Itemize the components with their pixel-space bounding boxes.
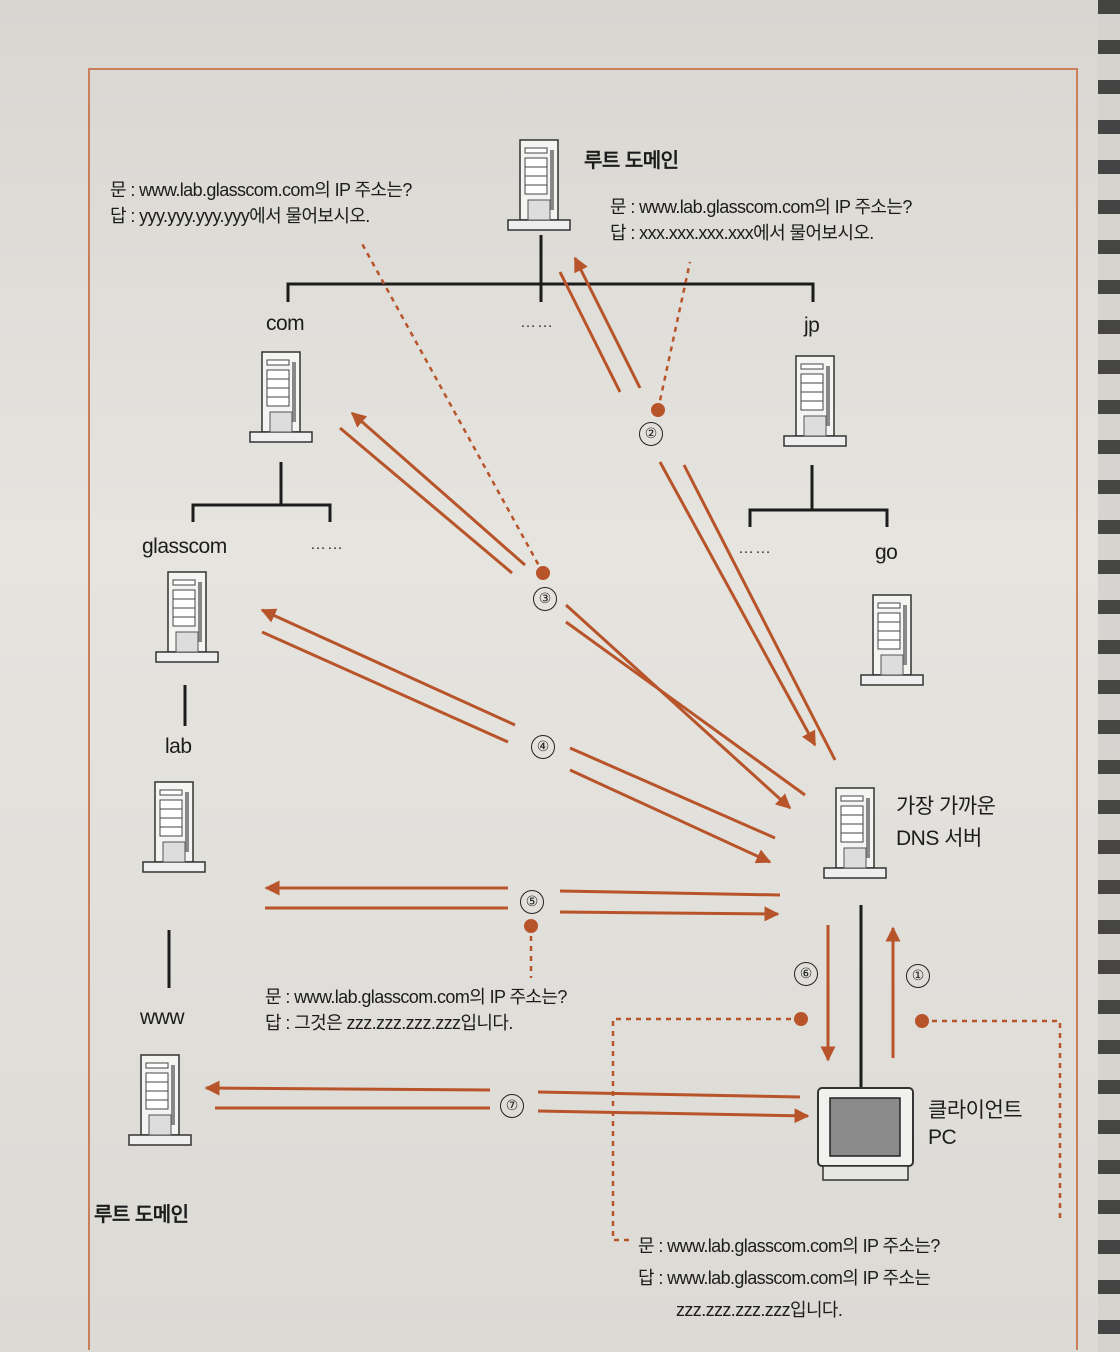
callout-answer: 답 : www.lab.glasscom.com의 IP 주소는 — [638, 1268, 931, 1288]
callout-com-answer: 문 : www.lab.glasscom.com의 IP 주소는? 답 : yy… — [110, 177, 412, 229]
lab-server-icon — [142, 781, 206, 873]
com-label: com — [266, 312, 305, 335]
callout-answer: 답 : yyy.yyy.yyy.yyy에서 물어보시오. — [110, 206, 370, 226]
root-domain-label-top: 루트 도메인 — [584, 150, 679, 172]
callout-answer: 답 : 그것은 zzz.zzz.zzz.zzz입니다. — [265, 1013, 513, 1033]
step-3: ③ — [533, 587, 557, 611]
callout-answer-cont: zzz.zzz.zzz.zzz입니다. — [676, 1300, 843, 1320]
callout-question: 문 : www.lab.glasscom.com의 IP 주소는? — [110, 180, 412, 200]
glasscom-label: glasscom — [142, 535, 227, 558]
query-arrows — [204, 256, 901, 1124]
com-server-icon — [249, 351, 313, 443]
ellipsis-jp: …… — [738, 540, 772, 557]
client-pc-label-2: PC — [928, 1126, 957, 1149]
client-pc-icon — [817, 1087, 914, 1181]
tree-lines — [167, 235, 889, 1088]
ellipsis-com: …… — [310, 536, 344, 553]
spiral-binding — [1098, 0, 1120, 1352]
step-2: ② — [639, 422, 663, 446]
ellipsis-top: …… — [520, 314, 554, 331]
www-label: www — [140, 1006, 185, 1029]
step-6: ⑥ — [794, 962, 818, 986]
step-7: ⑦ — [500, 1094, 524, 1118]
nearest-dns-server-icon — [823, 787, 887, 879]
root-server-icon — [507, 139, 571, 231]
www-server-icon — [128, 1054, 192, 1146]
step-4: ④ — [531, 735, 555, 759]
nearest-dns-label-2: DNS 서버 — [896, 827, 982, 850]
nearest-dns-label-1: 가장 가까운 — [896, 795, 996, 818]
callout-question: 문 : www.lab.glasscom.com의 IP 주소는? — [638, 1236, 940, 1256]
go-label: go — [875, 541, 898, 564]
glasscom-server-icon — [155, 571, 219, 663]
callout-answer: 답 : xxx.xxx.xxx.xxx에서 물어보시오. — [610, 223, 874, 243]
step-5: ⑤ — [520, 890, 544, 914]
callout-root-answer: 문 : www.lab.glasscom.com의 IP 주소는? 답 : xx… — [610, 194, 912, 246]
callout-lab-answer: 문 : www.lab.glasscom.com의 IP 주소는? 답 : 그것… — [265, 984, 567, 1036]
go-server-icon — [860, 594, 924, 686]
lab-label: lab — [165, 735, 192, 758]
root-domain-label-bottom: 루트 도메인 — [94, 1204, 189, 1226]
callout-question: 문 : www.lab.glasscom.com의 IP 주소는? — [265, 987, 567, 1007]
callout-leaders — [358, 239, 1062, 1242]
figure-frame — [88, 68, 1078, 1350]
leader-dots — [524, 403, 929, 1028]
jp-label: jp — [804, 314, 820, 337]
client-pc-label-1: 클라이언트 — [928, 1099, 1023, 1122]
jp-server-icon — [783, 355, 847, 447]
callout-client-answer: 문 : www.lab.glasscom.com의 IP 주소는? 답 : ww… — [638, 1230, 940, 1326]
step-1: ① — [906, 964, 930, 988]
callout-question: 문 : www.lab.glasscom.com의 IP 주소는? — [610, 197, 912, 217]
